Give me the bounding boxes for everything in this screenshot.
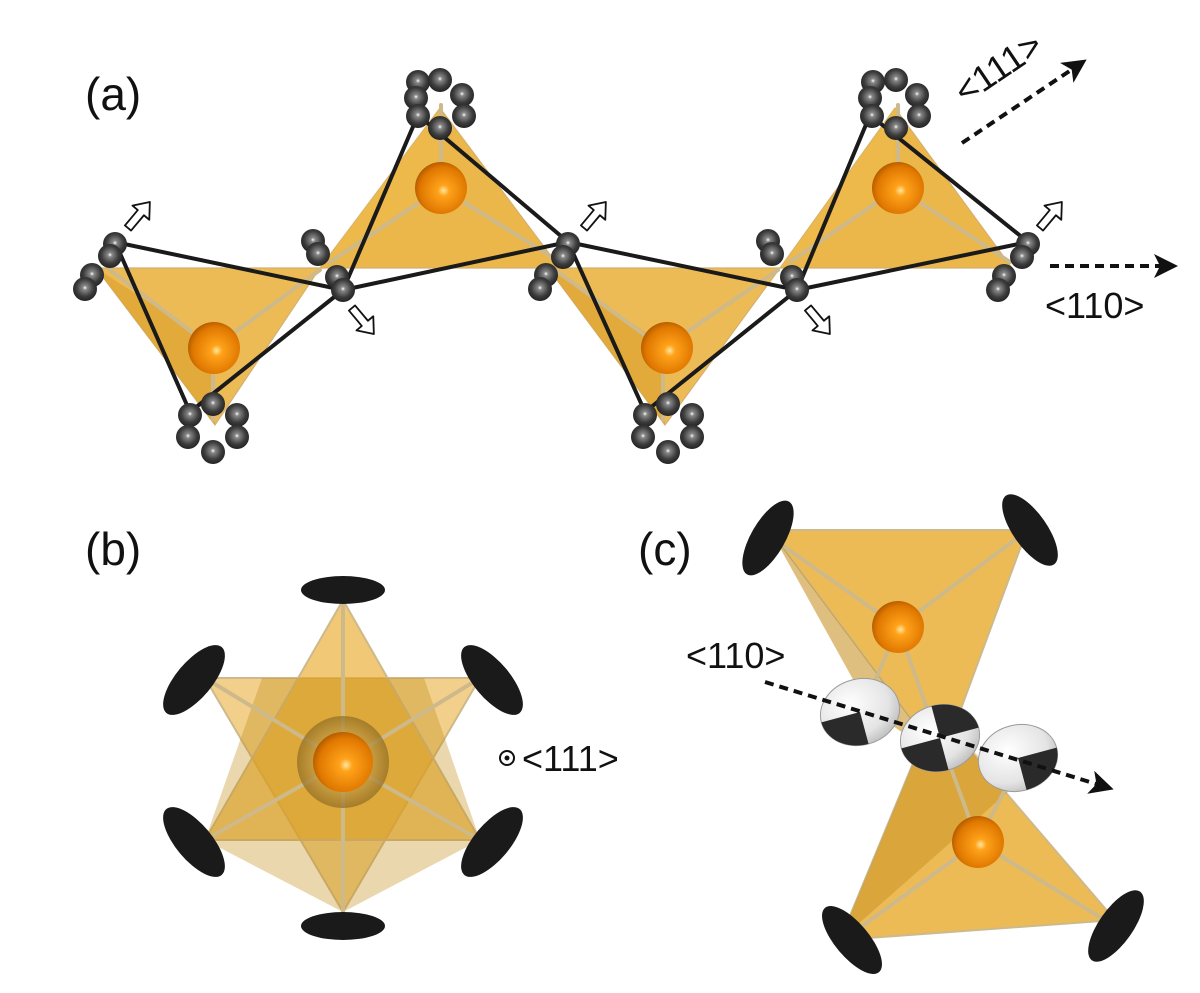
panel-a: (a) <111> <110> (73, 24, 1178, 464)
displacement-arrows (124, 201, 1063, 335)
panel-label-a: (a) (85, 68, 141, 120)
direction-label-111: <111> (947, 24, 1050, 112)
thermal-ellipsoids (819, 677, 1059, 793)
panel-label-b: (b) (85, 523, 141, 575)
central-atom (313, 732, 373, 792)
central-atom (641, 322, 693, 374)
central-atom (415, 162, 467, 214)
central-atom (872, 162, 924, 214)
hollow-arrow-up (124, 201, 151, 232)
out-of-plane-symbol (499, 750, 515, 766)
tetrahedra-outline (113, 113, 1030, 414)
neighbor-ellipsoids (163, 576, 523, 940)
direction-label-110: <110> (1045, 285, 1144, 326)
hollow-arrow-down (804, 304, 831, 335)
central-atoms (188, 162, 924, 374)
hollow-arrow-up (1036, 201, 1063, 232)
hollow-arrow-up (580, 201, 607, 232)
neighbor-ellipsoids (742, 494, 1144, 974)
panel-b: (b) <111> (85, 523, 619, 940)
panel-label-c: (c) (638, 523, 692, 575)
central-atom (872, 601, 924, 653)
central-atom (188, 322, 240, 374)
direction-111-arrow (960, 59, 1087, 145)
central-atom (952, 816, 1004, 868)
direction-label-110: <110> (686, 635, 785, 676)
panel-c: (c) <110> (638, 494, 1144, 974)
neighbor-atoms (73, 68, 1040, 464)
hollow-arrow-down (348, 304, 375, 335)
direction-label-111: <111> (522, 738, 619, 779)
